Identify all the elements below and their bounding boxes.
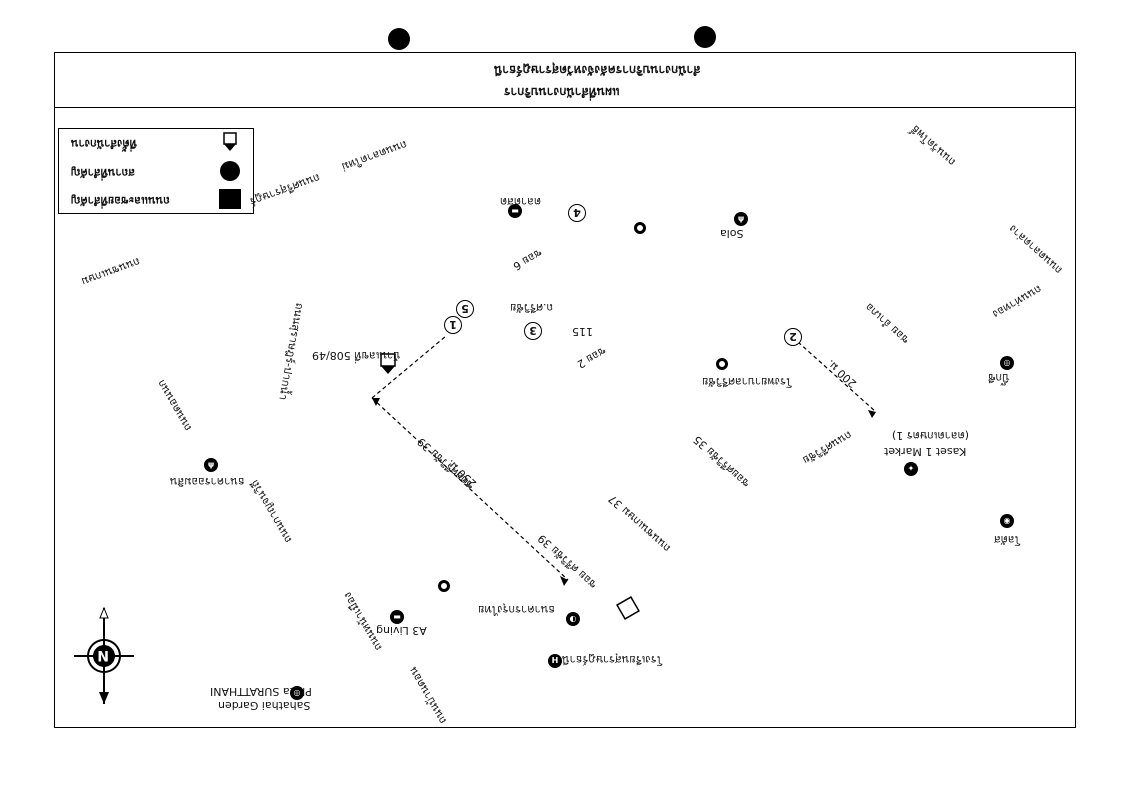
label-a3living: A3 Living <box>376 624 427 637</box>
compass-rose-icon: N <box>74 606 134 704</box>
map-frame <box>54 52 1076 728</box>
store-icon: ◉ <box>1000 514 1014 528</box>
legend-item-road: ถนนและซอยที่สำคัญ <box>59 186 255 212</box>
marker-number-1: 1 <box>444 316 462 334</box>
filled-circle-icon <box>220 161 240 181</box>
shop-icon-2: ▬ <box>508 204 522 218</box>
label-bank2: ธนาคารออมสิน <box>170 475 245 488</box>
route-arrow-3 <box>868 410 876 418</box>
route-arrow-2 <box>560 576 568 586</box>
legend-item-landmark: สถานที่สำคัญ <box>59 158 255 184</box>
marker-number-4: 4 <box>568 204 586 222</box>
bank-icon: ◐ <box>566 612 580 626</box>
landmark-ring-1 <box>438 580 450 592</box>
legend-label-landmark: สถานที่สำคัญ <box>71 166 135 179</box>
label-lotus: โลตัส <box>994 533 1021 546</box>
restaurant-icon: ψ <box>734 212 748 226</box>
landmark-ring-2 <box>716 358 728 370</box>
hospital-icon: H <box>548 654 562 668</box>
label-kaset: Kaset 1 Market <box>884 445 967 458</box>
label-bank1: ธนาคารกรุงไทย <box>478 603 556 616</box>
legend-item-office: ที่ตั้งสำนักงาน <box>59 129 255 155</box>
landmark-ring-3 <box>634 222 646 234</box>
marker-number-5: 5 <box>456 300 474 318</box>
binder-hole-right <box>694 26 716 48</box>
map-header: สำนักงานบริการคลังจังหวัดสุราษฎร์ธานี แผ… <box>54 52 1076 108</box>
route-line-3 <box>797 341 877 413</box>
mall-icon: ◎ <box>290 686 304 700</box>
office-location-icon-2 <box>616 596 640 620</box>
office-location-icon <box>380 353 396 374</box>
shop-icon: ▬ <box>390 610 404 624</box>
dept-store-icon: ◎ <box>1000 356 1014 370</box>
label-sola: Sola <box>720 227 744 240</box>
market-icon: ✦ <box>904 462 918 476</box>
route-line-1 <box>371 397 569 581</box>
marker-number-2: 2 <box>784 328 802 346</box>
restaurant-icon-2: ψ <box>204 458 218 472</box>
legend-label-office: ที่ตั้งสำนักงาน <box>71 137 137 150</box>
label-115: 115 <box>572 325 593 338</box>
filled-square-icon <box>219 189 241 209</box>
label-road-sign: ถ.ศรีวิชัย <box>510 301 554 314</box>
label-market: ตลาดสด <box>500 195 542 208</box>
arrow-marker-icon <box>223 132 237 151</box>
svg-text:N: N <box>97 647 109 663</box>
label-school: โรงเรียนสุราษฎร์ธานี <box>562 653 663 666</box>
label-office-address: บ้านเลขที่ 508/49 <box>312 349 401 362</box>
route-arrow-1 <box>372 398 380 406</box>
legend-label-road: ถนนและซอยที่สำคัญ <box>71 194 170 207</box>
label-bigc: บิ๊กซี <box>988 371 1010 384</box>
label-hospital: โรงพยาบาลศรีวิชัย <box>702 375 792 388</box>
binder-hole-left <box>388 28 410 50</box>
map-legend: ที่ตั้งสำนักงาน สถานที่สำคัญ ถนนและซอยที… <box>58 128 254 214</box>
label-kaset-sub: (ตลาดเกษตร 1) <box>892 429 970 442</box>
marker-number-3: 3 <box>524 322 542 340</box>
route-line-2 <box>371 335 447 399</box>
label-sahathai: Sahathai Garden <box>218 699 311 712</box>
